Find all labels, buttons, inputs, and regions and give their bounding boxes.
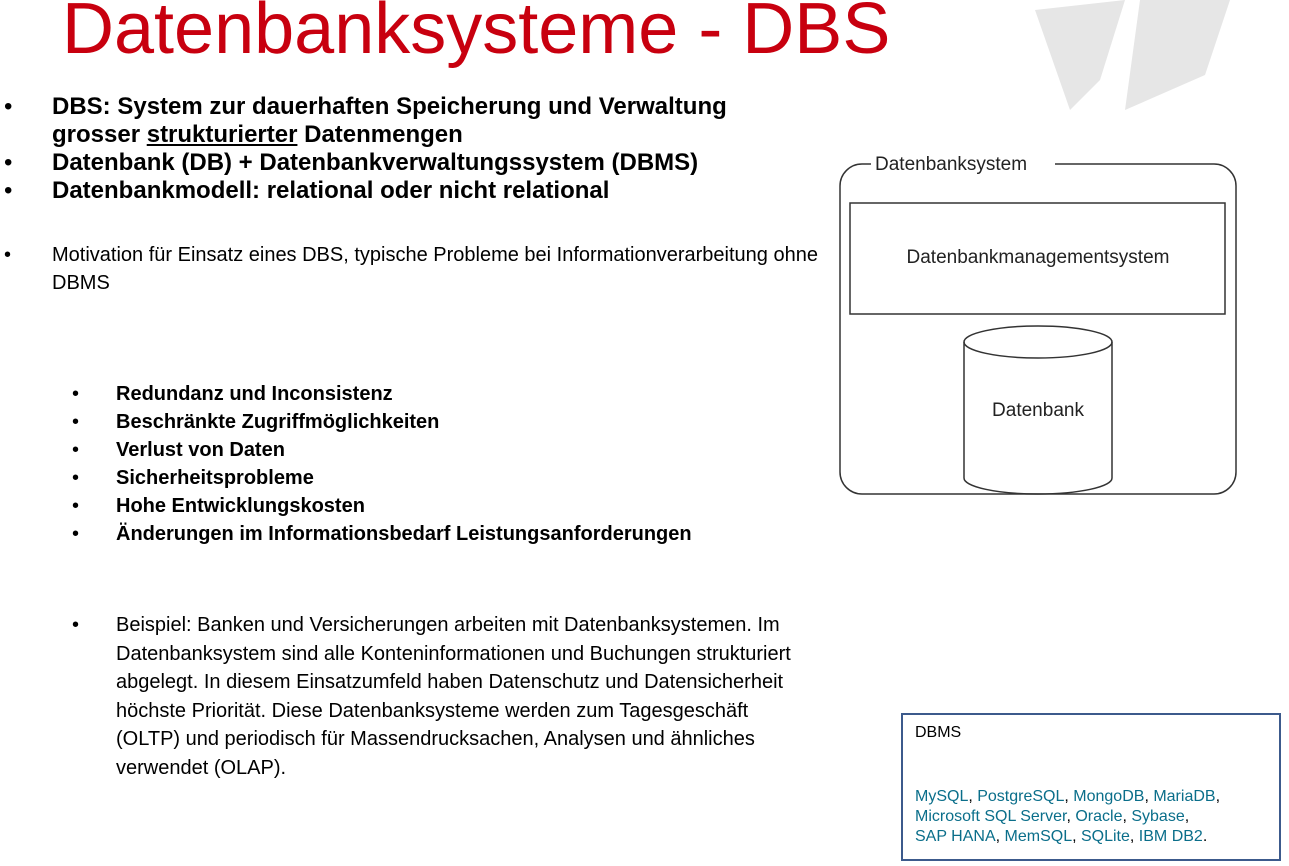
dbms-product-list: MySQL, PostgreSQL, MongoDB, MariaDB, Mic… <box>915 788 1221 845</box>
bullet-datenbankmodell: Datenbankmodell: relational oder nicht r… <box>0 177 820 205</box>
problem-item: Sicherheitsprobleme <box>0 464 820 492</box>
problem-list: Redundanz und Inconsistenz Beschränkte Z… <box>0 380 820 548</box>
dbms-info-box: DBMS MySQL, PostgreSQL, MongoDB, MariaDB… <box>901 713 1281 861</box>
page-title: Datenbanksysteme - DBS <box>62 0 891 69</box>
bullet-dbs-definition: DBS: System zur dauerhaften Speicherung … <box>0 93 820 149</box>
outer-label: Datenbanksystem <box>875 154 1027 175</box>
bullet-db-dbms: Datenbank (DB) + Datenbankverwaltungssys… <box>0 149 820 177</box>
dbms-heading: DBMS <box>915 724 962 741</box>
product-link[interactable]: PostgreSQL <box>977 788 1065 805</box>
product-link[interactable]: SAP HANA <box>915 828 996 845</box>
outer-box <box>839 163 1237 495</box>
dbs-diagram: Datenbanksystem Datenbankmanagementsyste… <box>839 154 1237 495</box>
dbms-label: Datenbankmanagementsystem <box>907 247 1170 268</box>
beispiel-paragraph: Beispiel: Banken und Versicherungen arbe… <box>116 614 791 779</box>
dbms-rect <box>849 202 1226 315</box>
product-link[interactable]: MongoDB <box>1073 788 1145 805</box>
product-link[interactable]: MariaDB <box>1153 788 1216 805</box>
main-bullet-list: DBS: System zur dauerhaften Speicherung … <box>0 93 820 297</box>
label-gap <box>871 154 1055 174</box>
product-link[interactable]: Oracle <box>1075 808 1123 825</box>
cylinder-body <box>963 342 1113 495</box>
product-link[interactable]: MemSQL <box>1004 828 1073 845</box>
problem-item: Änderungen im Informationsbedarf Leistun… <box>0 520 820 548</box>
product-link[interactable]: Sybase <box>1131 808 1185 825</box>
product-link[interactable]: MySQL <box>915 788 969 805</box>
beispiel-bullet: • <box>72 614 80 636</box>
product-link[interactable]: SQLite <box>1080 828 1130 845</box>
product-link[interactable]: IBM DB2 <box>1138 828 1203 845</box>
cylinder-top <box>963 325 1113 359</box>
problem-item: Redundanz und Inconsistenz <box>0 380 820 408</box>
underlined-word: strukturierter <box>146 121 298 148</box>
logo-icon <box>1035 0 1230 110</box>
problem-item: Beschränkte Zugriffmöglichkeiten <box>0 408 820 436</box>
cylinder-label: Datenbank <box>992 400 1084 421</box>
problem-item: Hohe Entwicklungskosten <box>0 492 820 520</box>
problem-item: Verlust von Daten <box>0 436 820 464</box>
product-link[interactable]: Microsoft SQL Server <box>915 808 1067 825</box>
bullet-motivation: Motivation für Einsatz eines DBS, typisc… <box>0 241 820 297</box>
